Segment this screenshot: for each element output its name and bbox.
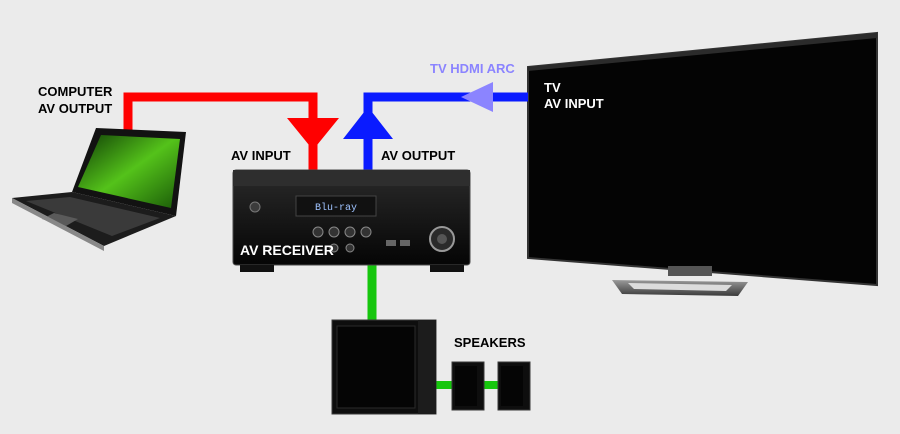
speaker-icon xyxy=(451,361,531,411)
av-receiver-label: AV RECEIVER xyxy=(240,242,334,258)
receiver-btn-3 xyxy=(344,226,356,238)
av-output-arrow xyxy=(343,107,393,139)
av-output-label: AV OUTPUT xyxy=(381,148,456,163)
receiver-btn-5 xyxy=(329,243,339,253)
subwoofer-side xyxy=(418,320,436,414)
av-receiver-icon: Blu-ray xyxy=(232,169,471,272)
computer-label-line1: COMPUTER xyxy=(38,84,113,99)
speaker-left-grille xyxy=(455,366,477,406)
av-input-label: AV INPUT xyxy=(231,148,291,163)
subwoofer-icon xyxy=(331,319,437,415)
receiver-display-window xyxy=(295,195,377,217)
input-cable xyxy=(123,92,339,170)
speakers-label: SPEAKERS xyxy=(454,335,526,350)
laptop-icon xyxy=(12,128,186,251)
receiver-btn-1 xyxy=(312,226,324,238)
speaker-right-grille xyxy=(501,366,523,406)
tv-stand-base-inner xyxy=(628,283,732,291)
tv-hdmi-arc-label: TV HDMI ARC xyxy=(430,61,515,76)
subwoofer-grille xyxy=(336,325,416,409)
av-input-arrow xyxy=(287,118,339,150)
tv-bezel-highlight xyxy=(528,33,877,71)
tv-hdmi-arc-arrow xyxy=(461,82,493,112)
tv-label-line1: TV xyxy=(544,80,561,95)
tv-icon xyxy=(527,31,878,296)
receiver-btn-6 xyxy=(345,243,355,253)
receiver-foot-right xyxy=(430,265,464,272)
tv-label-line2: AV INPUT xyxy=(544,96,604,111)
receiver-btn-2 xyxy=(328,226,340,238)
output-cable xyxy=(343,82,528,170)
receiver-btn-4 xyxy=(360,226,372,238)
receiver-display-text: Blu-ray xyxy=(315,202,357,214)
computer-label-line2: AV OUTPUT xyxy=(38,101,113,116)
laptop-edge xyxy=(12,198,104,251)
receiver-port-2 xyxy=(400,240,410,246)
laptop-touchpad xyxy=(42,213,78,226)
receiver-knob-center xyxy=(437,234,447,244)
laptop-screen xyxy=(78,135,180,208)
tv-stand-neck xyxy=(668,266,712,276)
receiver-top-strip xyxy=(233,170,470,186)
receiver-foot-left xyxy=(240,265,274,272)
receiver-power-button xyxy=(249,201,261,213)
laptop-keyboard xyxy=(26,197,160,236)
receiver-port-1 xyxy=(386,240,396,246)
speaker-cable xyxy=(367,263,498,389)
tv-screen xyxy=(527,31,878,287)
